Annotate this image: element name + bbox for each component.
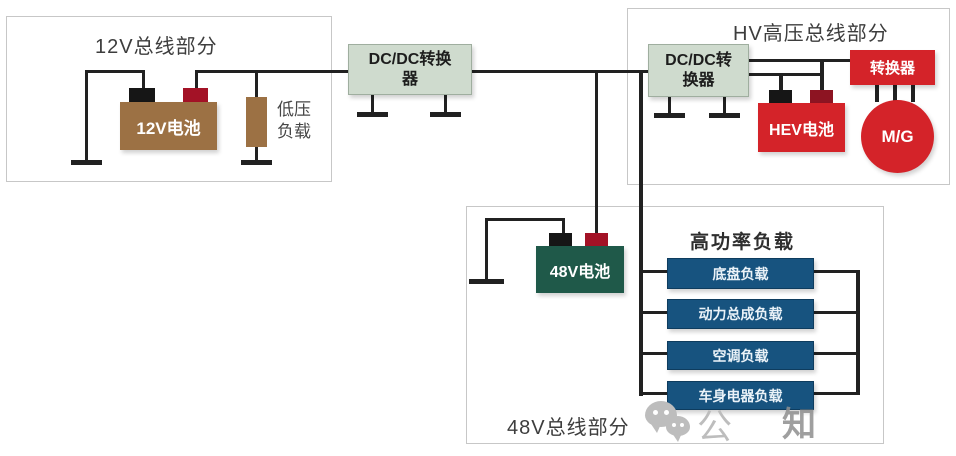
title-12v-bus: 12V总线部分 <box>95 36 218 58</box>
battery-12v-label: 12V电池 <box>136 118 201 138</box>
wire <box>811 270 857 273</box>
load-ac: 空调负载 <box>667 341 814 370</box>
dcdc-converter-center: DC/DC转换 器 <box>348 44 472 95</box>
section-12v-bus <box>6 16 332 182</box>
wire <box>779 73 783 92</box>
lv-load-label: 低压负载 <box>277 100 311 141</box>
wire <box>911 85 915 102</box>
dcdc-hv-label-line2: 换器 <box>682 71 715 89</box>
wire <box>820 59 824 92</box>
battery48-negative-terminal <box>549 233 572 247</box>
motor-generator-label: M/G <box>881 126 914 146</box>
wire <box>893 85 897 102</box>
load-body-electrical: 车身电器负载 <box>667 381 814 410</box>
hev-negative-terminal <box>769 90 792 104</box>
load-chassis-label: 底盘负载 <box>712 265 769 282</box>
battery-12v: 12V电池 <box>120 102 217 150</box>
battery-48v-label: 48V电池 <box>549 263 611 281</box>
title-48v-bus: 48V总线部分 <box>507 417 630 439</box>
wire <box>811 392 857 395</box>
wire <box>641 270 667 273</box>
wire <box>85 70 145 73</box>
load-ac-label: 空调负载 <box>712 347 769 364</box>
wire <box>639 70 643 396</box>
dcdc-center-label-line1: DC/DC转换 <box>368 51 452 69</box>
wire <box>641 392 667 395</box>
wire <box>747 73 824 76</box>
wire <box>142 70 145 90</box>
wire <box>641 311 667 314</box>
load-chassis: 底盘负载 <box>667 258 814 289</box>
hev-battery-label: HEV电池 <box>769 121 834 139</box>
load-powertrain-label: 动力总成负载 <box>698 306 783 322</box>
wire <box>811 352 857 355</box>
wire <box>875 85 879 102</box>
wire <box>641 352 667 355</box>
battery48-positive-terminal <box>585 233 608 247</box>
lv-load <box>246 97 267 147</box>
load-body-electrical-label: 车身电器负载 <box>698 387 783 404</box>
title-hv-bus: HV高压总线部分 <box>733 23 889 45</box>
wire <box>195 70 348 73</box>
wire <box>485 218 565 221</box>
wire <box>195 70 198 90</box>
wire <box>255 70 258 98</box>
wire <box>470 70 648 73</box>
battery-negative-terminal <box>129 88 155 103</box>
dcdc-center-label-line2: 器 <box>401 70 418 88</box>
wire <box>856 270 860 395</box>
hev-battery: HEV电池 <box>758 103 845 152</box>
dcdc-converter-hv: DC/DC转 换器 <box>648 44 749 97</box>
motor-generator: M/G <box>861 100 934 173</box>
wire <box>747 59 851 62</box>
battery-48v: 48V电池 <box>536 246 624 293</box>
converter-label: 转换器 <box>869 60 915 77</box>
converter: 转换器 <box>850 50 935 85</box>
wire <box>595 70 598 235</box>
load-powertrain: 动力总成负载 <box>667 299 814 329</box>
wire <box>811 311 857 314</box>
hev-positive-terminal <box>810 90 833 104</box>
wire <box>562 218 565 235</box>
battery-positive-terminal <box>183 88 208 103</box>
dcdc-hv-label-line1: DC/DC转 <box>665 52 732 70</box>
high-power-loads-title: 高功率负载 <box>690 232 796 253</box>
